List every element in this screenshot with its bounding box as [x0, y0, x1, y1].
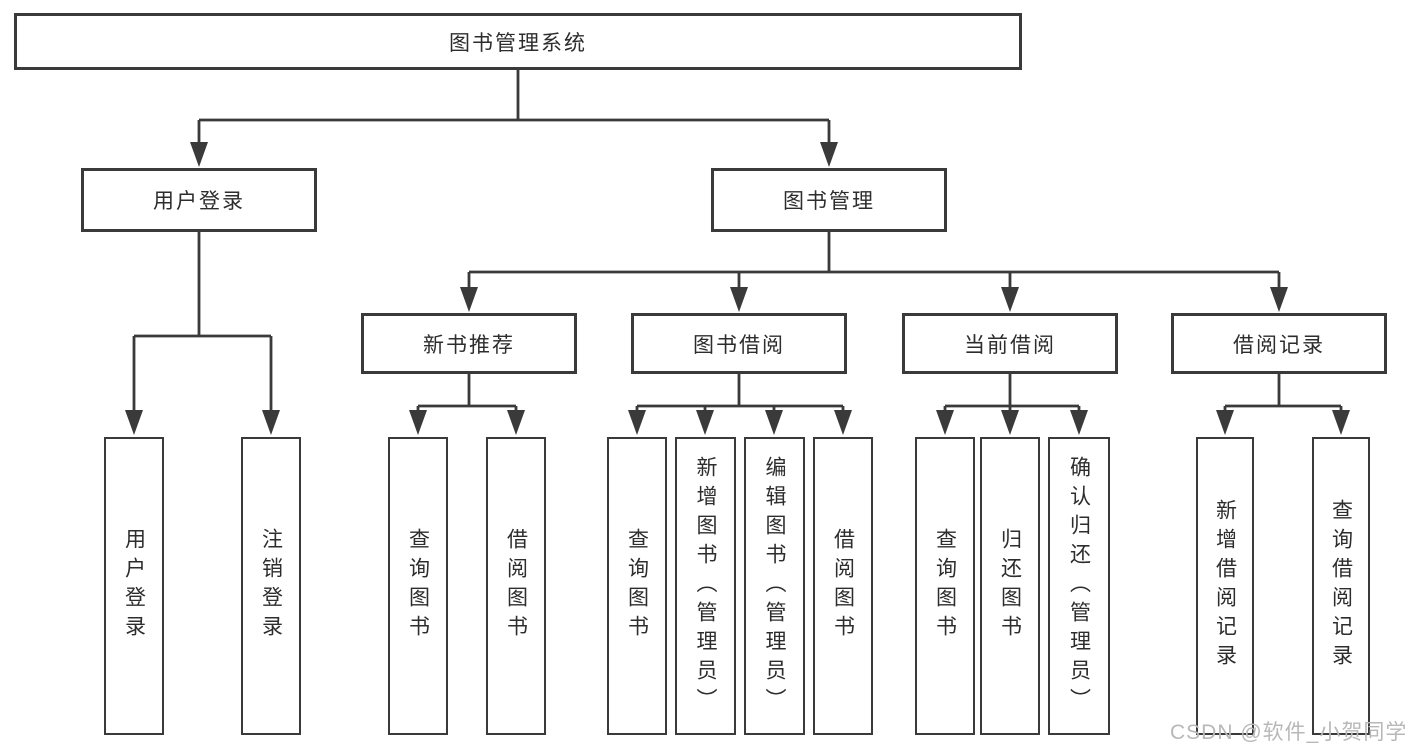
node-new-book-recommend-label: 新书推荐: [423, 333, 515, 357]
leaf-bb-edit-books-label: 编辑图书（管理员）: [763, 455, 786, 717]
leaf-logout-label: 注销登录: [259, 528, 283, 644]
node-book-management: 图书管理: [711, 168, 947, 232]
node-current-borrow-label: 当前借阅: [964, 333, 1056, 357]
node-book-borrow: 图书借阅: [631, 313, 847, 374]
connector-user-login-branch: [132, 232, 273, 412]
node-user-login: 用户登录: [81, 168, 317, 232]
node-new-book-recommend: 新书推荐: [361, 313, 577, 374]
leaf-user-login-label: 用户登录: [122, 528, 146, 644]
leaf-nbr-borrow-books-label: 借阅图书: [504, 528, 528, 644]
node-borrow-records: 借阅记录: [1171, 313, 1387, 374]
leaf-bb-query-books-label: 查询图书: [625, 528, 649, 644]
node-root: 图书管理系统: [14, 13, 1022, 70]
connector-book-borrow-branch: [635, 374, 845, 414]
leaf-cb-confirm-return-label: 确认归还（管理员）: [1067, 455, 1091, 717]
leaf-cb-return-books-label: 归还图书: [998, 528, 1022, 644]
connector-current-borrow-branch: [943, 374, 1081, 414]
connector-book-management-branch: [467, 232, 1281, 290]
leaf-logout: 注销登录: [241, 437, 301, 735]
leaf-cb-query-books-label: 查询图书: [933, 528, 957, 644]
node-current-borrow: 当前借阅: [902, 313, 1118, 374]
node-borrow-records-label: 借阅记录: [1233, 333, 1325, 357]
leaf-nbr-query-books-label: 查询图书: [406, 528, 430, 644]
leaf-bb-borrow-books-label: 借阅图书: [831, 528, 855, 644]
connector-root-to-level2: [197, 70, 831, 146]
leaf-br-query-record-label: 查询借阅记录: [1329, 499, 1353, 673]
node-user-login-label: 用户登录: [153, 190, 245, 213]
node-book-borrow-label: 图书借阅: [693, 333, 785, 357]
leaf-nbr-borrow-books: 借阅图书: [486, 437, 546, 735]
leaf-br-query-record: 查询借阅记录: [1312, 437, 1370, 735]
leaf-bb-query-books: 查询图书: [607, 437, 667, 735]
leaf-br-add-record: 新增借阅记录: [1196, 437, 1254, 735]
node-book-management-label: 图书管理: [783, 190, 875, 213]
leaf-cb-confirm-return: 确认归还（管理员）: [1048, 437, 1110, 735]
leaf-cb-query-books: 查询图书: [915, 437, 975, 735]
connector-new-book-branch: [416, 374, 518, 414]
leaf-user-login: 用户登录: [104, 437, 164, 735]
leaf-bb-add-books-label: 新增图书（管理员）: [694, 455, 717, 717]
leaf-bb-add-books: 新增图书（管理员）: [675, 437, 736, 735]
leaf-bb-edit-books: 编辑图书（管理员）: [744, 437, 805, 735]
csdn-watermark: CSDN @软件_小贺同学: [1170, 721, 1405, 744]
leaf-bb-borrow-books: 借阅图书: [813, 437, 873, 735]
connector-borrow-records-branch: [1223, 374, 1343, 414]
leaf-cb-return-books: 归还图书: [980, 437, 1040, 735]
leaf-nbr-query-books: 查询图书: [388, 437, 448, 735]
leaf-br-add-record-label: 新增借阅记录: [1213, 499, 1237, 673]
node-root-label: 图书管理系统: [449, 31, 587, 55]
